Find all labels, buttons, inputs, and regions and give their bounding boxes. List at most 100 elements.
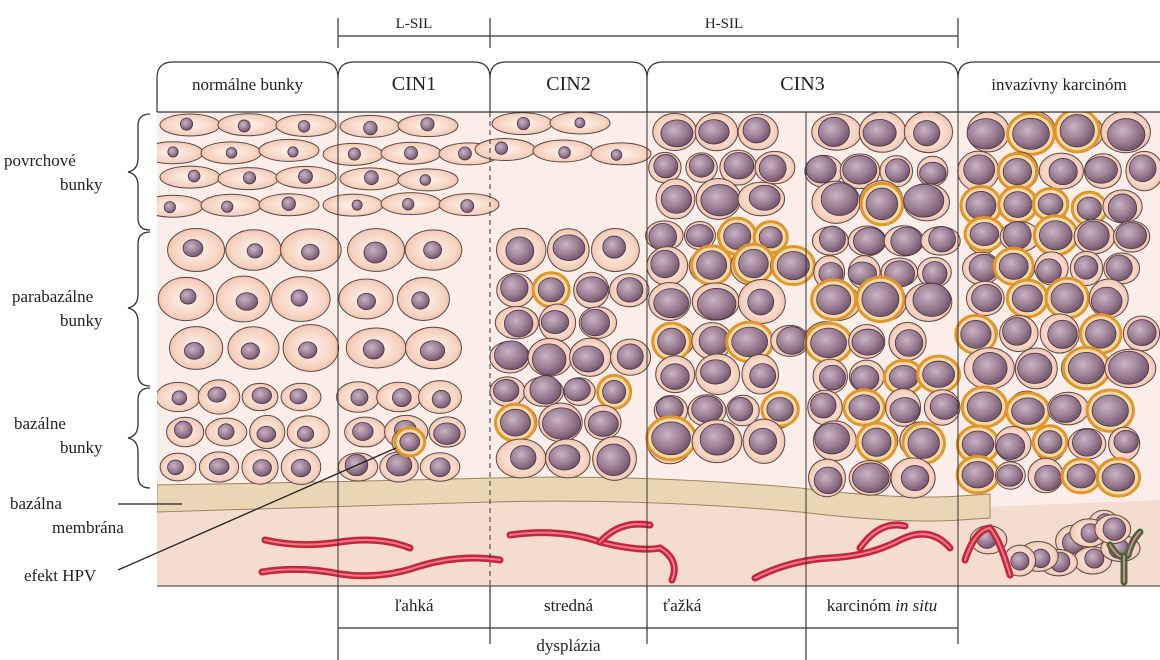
cell [1087, 390, 1133, 431]
cell [528, 338, 572, 376]
cell [1097, 459, 1140, 497]
cell [340, 168, 400, 190]
cell [345, 417, 386, 447]
cell [281, 450, 321, 485]
cell [381, 142, 441, 164]
cell [771, 325, 809, 356]
cell [886, 389, 921, 427]
label-basal-line1: bazálne [14, 413, 66, 435]
cell [918, 356, 960, 392]
cell [889, 322, 926, 360]
cell [490, 341, 530, 373]
cell [143, 142, 203, 164]
cell [995, 426, 1031, 461]
label-basal-line2: bunky [60, 437, 103, 459]
cell [276, 114, 336, 136]
left-braces [128, 114, 150, 488]
cell [539, 403, 582, 442]
label-lsil: L-SIL [338, 16, 490, 33]
cell [995, 462, 1025, 489]
cell [579, 307, 616, 339]
cell [348, 229, 405, 272]
cell [1105, 349, 1156, 388]
cell [1114, 221, 1150, 252]
cell [1000, 315, 1038, 351]
cell [696, 178, 740, 219]
label-parabasal-line2: bunky [60, 310, 103, 332]
cell [1123, 316, 1159, 351]
label-mild: ľahká [338, 596, 490, 616]
cell [495, 404, 536, 441]
cell [406, 327, 462, 369]
cell [813, 421, 856, 461]
cell [692, 283, 739, 320]
cell [217, 276, 271, 322]
label-superficial-line1: povrchové [4, 150, 76, 172]
cell [891, 458, 935, 498]
cell [999, 187, 1037, 223]
cell [405, 230, 462, 270]
brace-basal [128, 388, 150, 488]
label-membrane-line2: membrána [52, 517, 124, 539]
column-cin3-label: CIN3 [647, 73, 958, 96]
cell [323, 194, 383, 216]
label-parabasal-line1: parabazálne [12, 286, 93, 308]
cell [966, 281, 1004, 315]
cell [420, 453, 460, 481]
cell [692, 420, 742, 463]
cell [611, 339, 651, 375]
cell [738, 182, 785, 216]
label-severe: ťažká [647, 596, 806, 616]
cell [242, 383, 278, 410]
cell [649, 282, 691, 320]
column-cin1-label: CIN1 [338, 73, 490, 96]
cell [533, 273, 570, 307]
cell [1109, 427, 1140, 461]
cell [695, 113, 738, 150]
cell [1062, 459, 1100, 493]
label-dysplasia: dysplázia [490, 636, 647, 656]
cell [804, 322, 852, 363]
cell [1061, 347, 1109, 388]
cell [1046, 278, 1088, 318]
cell [201, 142, 261, 164]
cell [609, 274, 648, 307]
cell [346, 328, 406, 368]
label-superficial-line2: bunky [60, 174, 103, 196]
cell [158, 277, 214, 320]
cell [160, 166, 220, 188]
cell [201, 194, 261, 216]
cell [646, 221, 684, 251]
cell [1103, 190, 1142, 223]
cell [492, 113, 552, 135]
cell [686, 153, 717, 182]
cell [1048, 392, 1089, 425]
cell [598, 375, 632, 408]
cell [1074, 219, 1115, 253]
cell [1068, 429, 1105, 460]
label-membrane-line1: bazálna [10, 493, 62, 515]
cell [848, 226, 886, 256]
cell [276, 166, 336, 188]
cell [397, 278, 449, 321]
cell [429, 417, 465, 447]
cell [964, 348, 1014, 389]
cell [962, 387, 1007, 427]
cell [377, 382, 422, 411]
cell [533, 140, 593, 162]
cell [998, 152, 1038, 190]
cell [755, 151, 795, 183]
cell [1084, 154, 1121, 189]
cell [170, 327, 223, 370]
cell [656, 179, 695, 219]
brace-superficial [128, 114, 150, 230]
cell [656, 356, 695, 393]
cell [281, 229, 342, 271]
cell [1126, 151, 1160, 190]
cell [1008, 111, 1056, 154]
cell [957, 457, 999, 493]
cell [731, 244, 773, 285]
cell [490, 377, 525, 406]
